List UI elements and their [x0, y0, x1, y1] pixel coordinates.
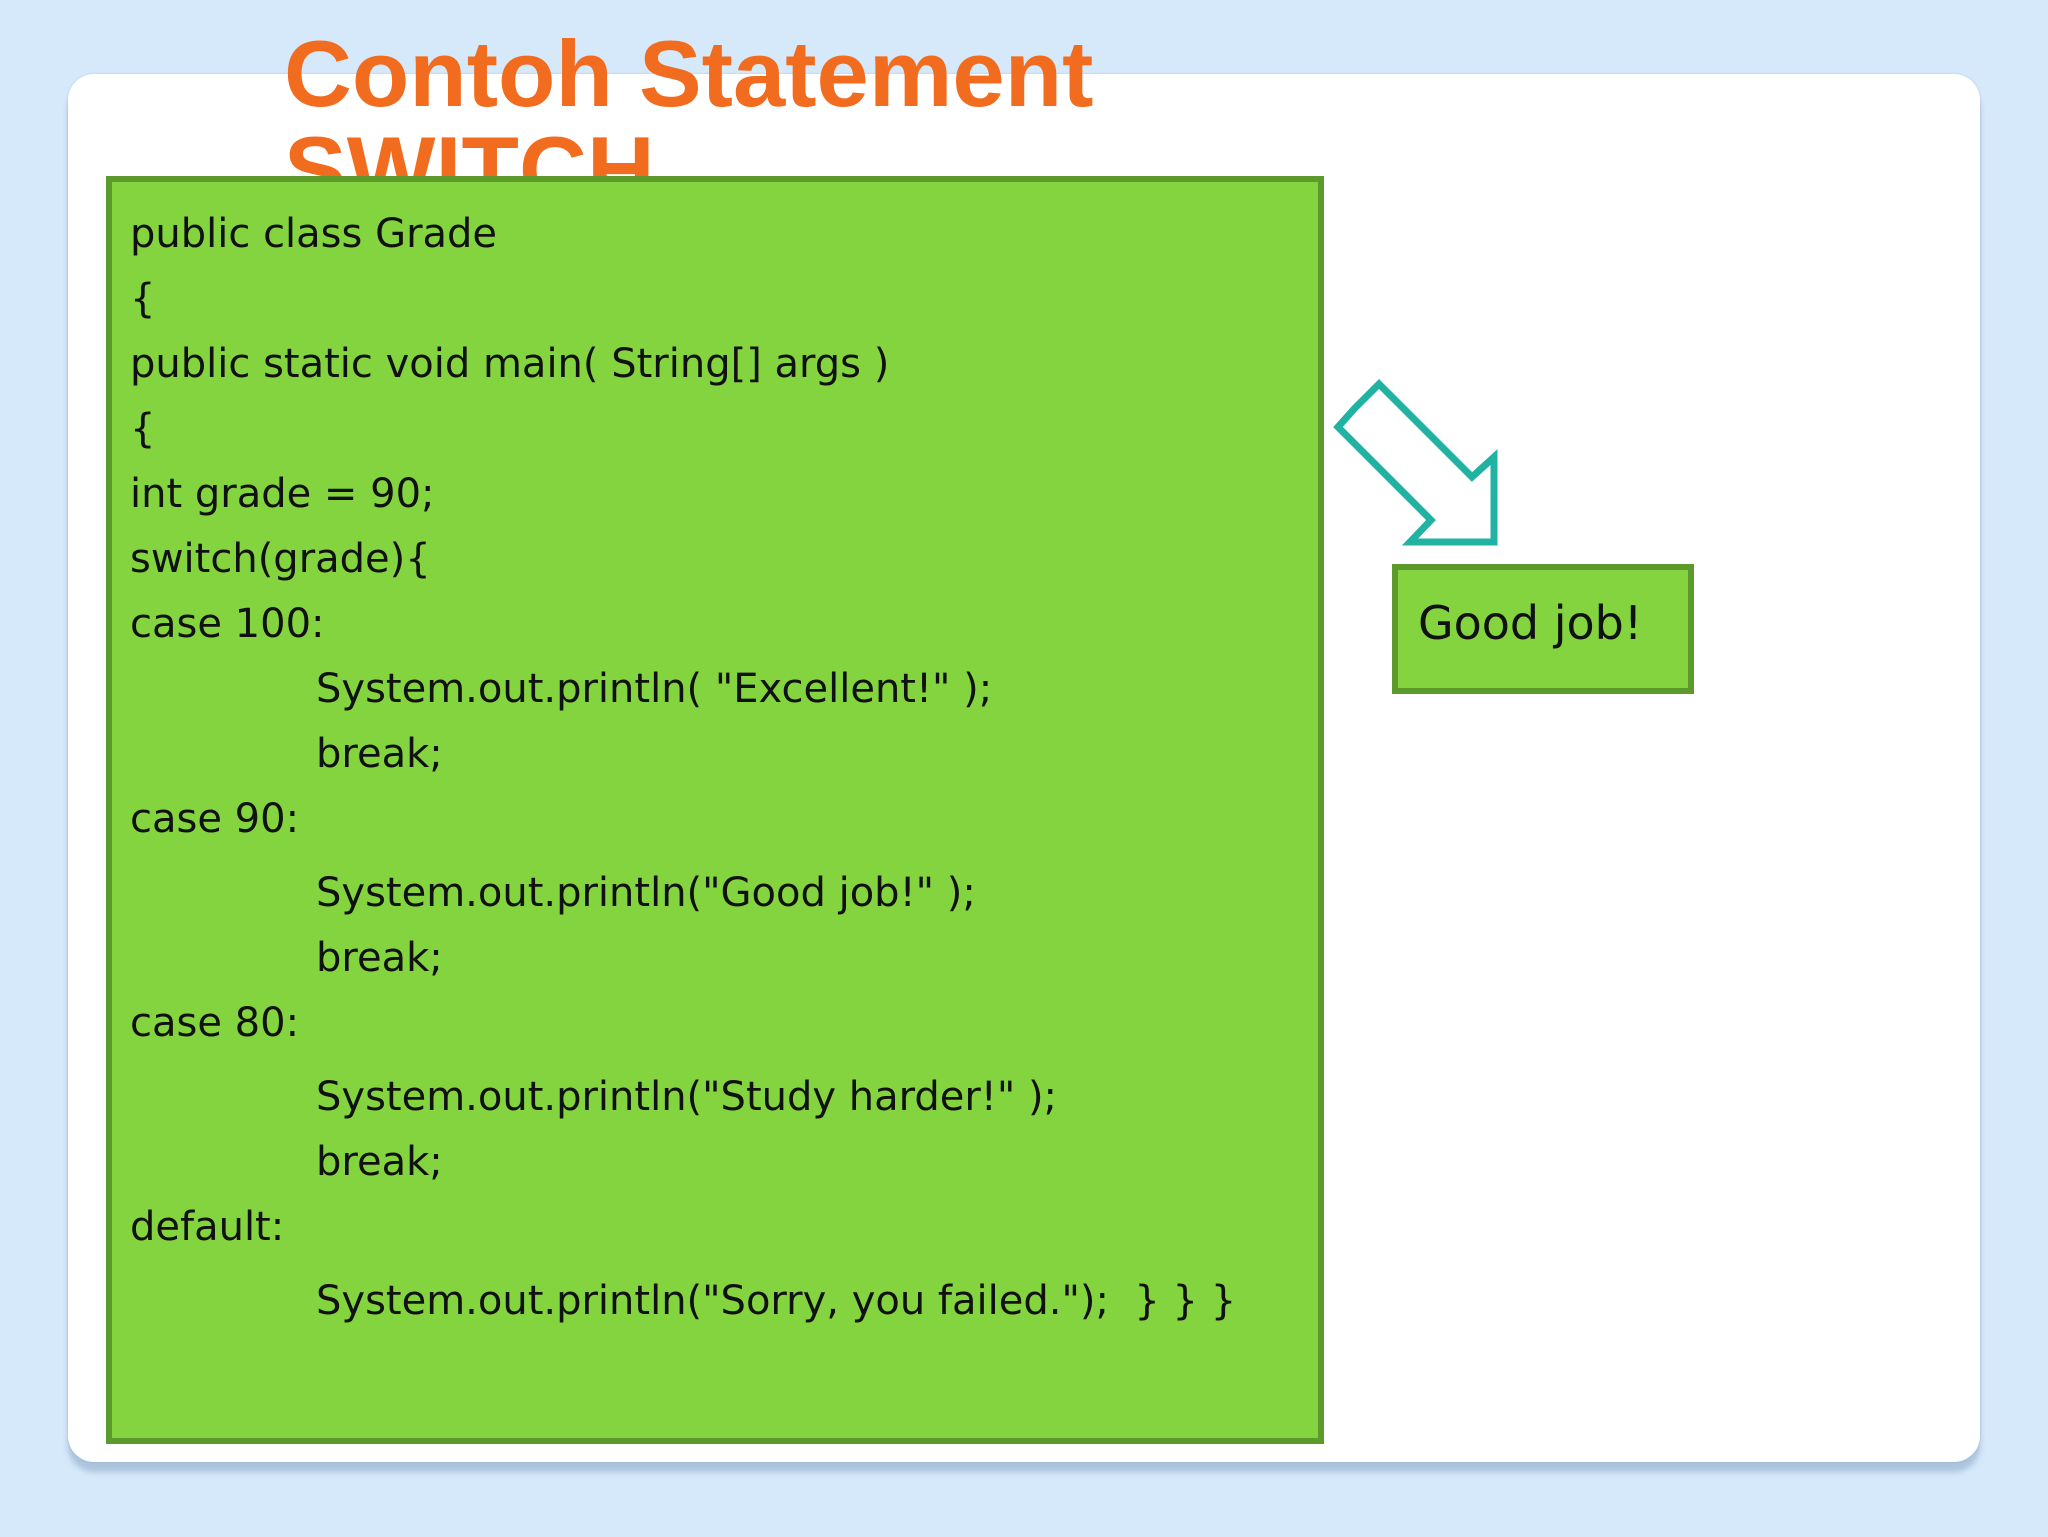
code-line: break; [316, 1139, 443, 1185]
slide-title: Contoh Statement SWITCH [284, 21, 1094, 222]
code-line: System.out.println("Study harder!" ); [316, 1074, 1058, 1120]
code-line: break; [316, 935, 443, 981]
code-line: System.out.println( "Excellent!" ); [316, 666, 993, 712]
code-line: public static void main( String[] args ) [130, 341, 890, 387]
code-line: System.out.println("Good job!" ); [316, 870, 976, 916]
code-line: case 80: [130, 1000, 300, 1046]
code-line: System.out.println("Sorry, you failed.")… [316, 1278, 1237, 1324]
code-line: default: [130, 1204, 285, 1250]
code-line: case 100: [130, 601, 325, 647]
output-box: Good job! [1392, 564, 1694, 694]
code-line: { [130, 406, 156, 452]
output-text: Good job! [1418, 596, 1643, 650]
code-box: public class Grade { public static void … [106, 176, 1324, 1444]
arrow-down-right-icon [1333, 379, 1498, 546]
code-line: case 90: [130, 796, 300, 842]
code-line: break; [316, 731, 443, 777]
code-line: { [130, 276, 156, 322]
code-line: int grade = 90; [130, 471, 435, 517]
code-line: switch(grade){ [130, 536, 431, 582]
code-line: public class Grade [130, 211, 498, 257]
